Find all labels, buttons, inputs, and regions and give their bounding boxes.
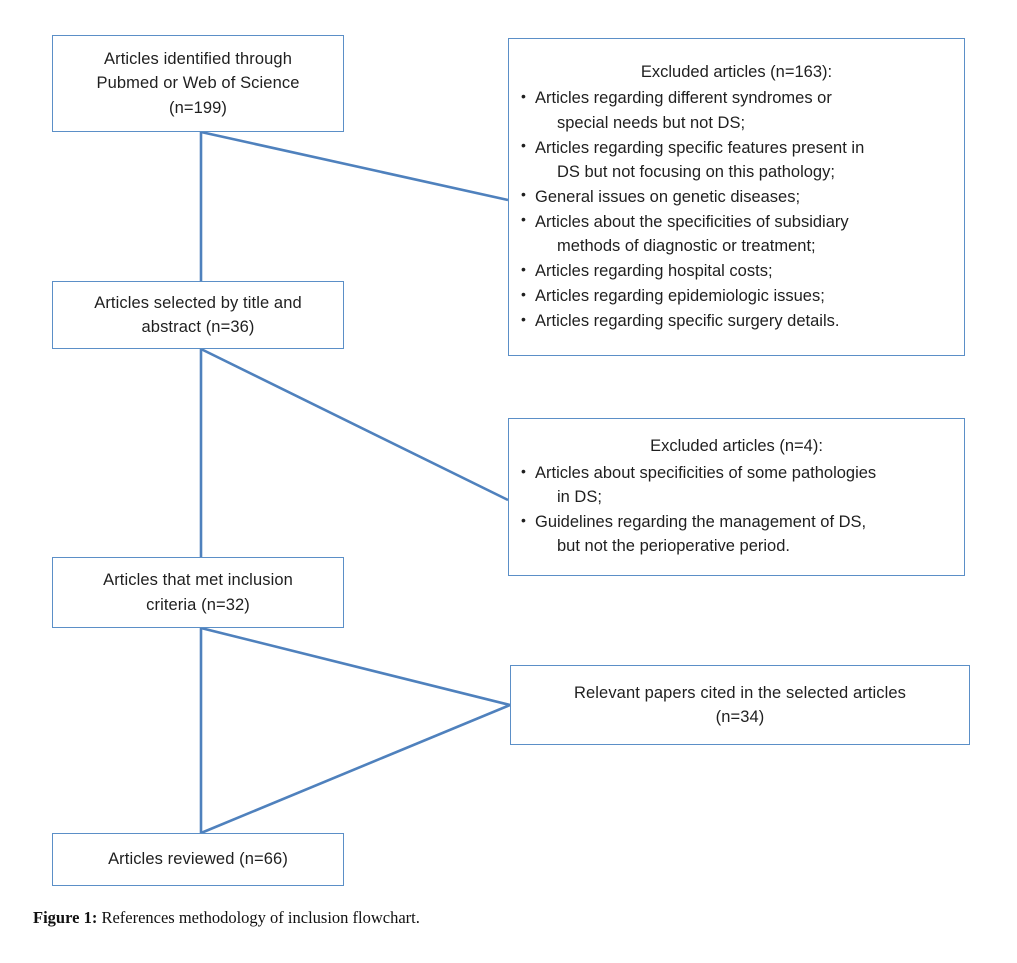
node-articles-identified-text: Articles identified through Pubmed or We…	[96, 49, 300, 117]
list-item-main: Guidelines regarding the management of D…	[535, 513, 867, 532]
list-item-main: Articles regarding specific surgery deta…	[535, 312, 840, 331]
list-item-main: Articles about specificities of some pat…	[535, 464, 877, 483]
bullet-icon: •	[521, 310, 526, 327]
list-item-cont: special needs but not DS;	[557, 113, 746, 132]
connector-identified-to-excluded1	[200, 130, 509, 202]
node-excluded-articles-163[interactable]: Excluded articles (n=163): • Articles re…	[508, 38, 965, 356]
list-item: • Articles regarding epidemiologic issue…	[519, 284, 950, 308]
node-articles-selected[interactable]: Articles selected by title and abstract …	[52, 281, 344, 349]
list-item: • Articles regarding specific surgery de…	[519, 309, 950, 333]
list-item: • Articles regarding different syndromes…	[519, 86, 950, 134]
figure-caption-text: References methodology of inclusion flow…	[101, 908, 420, 927]
list-item: • Articles regarding hospital costs;	[519, 259, 950, 283]
list-item-cont: in DS;	[557, 488, 602, 507]
list-item-cont: but not the perioperative period.	[557, 537, 790, 556]
list-item-main: Articles regarding epidemiologic issues;	[535, 287, 825, 306]
bullet-icon: •	[521, 211, 526, 228]
list-item-cont: methods of diagnostic or treatment;	[557, 236, 816, 255]
connector-inclusion-to-relevant	[200, 626, 511, 707]
bullet-icon: •	[521, 186, 526, 203]
excluded-4-title: Excluded articles (n=4):	[650, 437, 823, 456]
list-item: • Articles regarding specific features p…	[519, 136, 950, 184]
node-articles-inclusion[interactable]: Articles that met inclusion criteria (n=…	[52, 557, 344, 628]
node-articles-identified[interactable]: Articles identified through Pubmed or We…	[52, 35, 344, 132]
list-item-cont: DS but not focusing on this pathology;	[557, 162, 835, 181]
node-articles-reviewed-text: Articles reviewed (n=66)	[108, 850, 288, 869]
list-item: • Articles about the specificities of su…	[519, 210, 950, 258]
list-item-main: Articles regarding hospital costs;	[535, 262, 773, 281]
bullet-icon: •	[521, 260, 526, 277]
node-relevant-papers-text: Relevant papers cited in the selected ar…	[573, 683, 907, 726]
list-item-main: Articles regarding different syndromes o…	[535, 89, 832, 108]
node-articles-reviewed[interactable]: Articles reviewed (n=66)	[52, 833, 344, 886]
list-item: • General issues on genetic diseases;	[519, 185, 950, 209]
connector-selected-to-excluded2	[200, 347, 509, 502]
bullet-icon: •	[521, 285, 526, 302]
node-excluded-articles-4[interactable]: Excluded articles (n=4): • Articles abou…	[508, 418, 965, 576]
list-item-main: General issues on genetic diseases;	[535, 187, 801, 206]
figure-caption-label: Figure 1:	[33, 908, 98, 927]
list-item-main: Articles regarding specific features pre…	[535, 138, 865, 157]
bullet-icon: •	[521, 87, 526, 104]
figure-caption: Figure 1: References methodology of incl…	[33, 908, 420, 928]
node-articles-selected-text: Articles selected by title and abstract …	[94, 293, 302, 336]
bullet-icon: •	[521, 511, 526, 528]
excluded-163-list: • Articles regarding different syndromes…	[509, 86, 964, 334]
excluded-163-title: Excluded articles (n=163):	[640, 62, 833, 81]
node-relevant-papers[interactable]: Relevant papers cited in the selected ar…	[510, 665, 970, 745]
bullet-icon: •	[521, 462, 526, 479]
list-item: • Guidelines regarding the management of…	[519, 510, 950, 558]
node-articles-inclusion-text: Articles that met inclusion criteria (n=…	[103, 571, 293, 614]
excluded-4-list: • Articles about specificities of some p…	[509, 461, 964, 559]
list-item: • Articles about specificities of some p…	[519, 461, 950, 509]
connector-relevant-to-reviewed	[200, 703, 511, 835]
bullet-icon: •	[521, 137, 526, 154]
list-item-main: Articles about the specificities of subs…	[535, 212, 849, 231]
